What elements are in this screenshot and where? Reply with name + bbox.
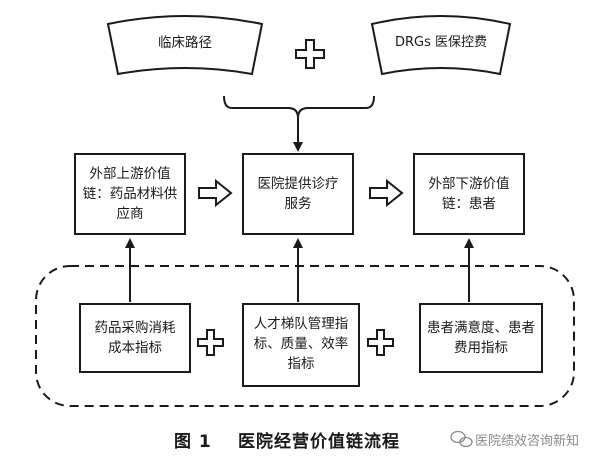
upstream-to-hospital-arrow	[198, 178, 233, 208]
upstream-box	[74, 153, 186, 235]
patient-label: 患者满意度、患者费用指标	[427, 320, 535, 356]
figure-number: 图 1	[174, 432, 212, 452]
downstream-label: 外部下游价值链：患者	[428, 176, 510, 212]
drugs-label: 药品采购消耗成本指标	[94, 320, 176, 356]
plus-right-icon	[367, 329, 394, 356]
drugs-box	[79, 303, 191, 373]
watermark-text: 医院绩效咨询新知	[475, 434, 580, 449]
top-plus-icon	[295, 39, 325, 69]
hospital-label: 医院提供诊疗服务	[257, 176, 339, 212]
drgs-banner	[370, 15, 512, 76]
talent-box	[242, 303, 360, 387]
indicator-container	[35, 265, 575, 407]
drgs-label: DRGs 医保控费	[394, 35, 488, 50]
plus-left-icon	[197, 329, 224, 356]
brace	[223, 95, 375, 119]
wechat-icon	[450, 430, 473, 448]
hospital-to-downstream-arrow	[369, 178, 404, 208]
upstream-label: 外部上游价值链：药品材料供应商	[82, 166, 178, 222]
talent-label: 人才梯队管理指标、质量、效率指标	[253, 316, 349, 372]
hospital-box	[242, 153, 354, 235]
patient-box	[419, 303, 543, 373]
figure-title: 医院经营价值链流程	[238, 432, 400, 452]
clinical-pathway-banner	[106, 15, 264, 76]
clinical-pathway-label: 临床路径	[158, 35, 212, 51]
downstream-box	[413, 153, 525, 235]
